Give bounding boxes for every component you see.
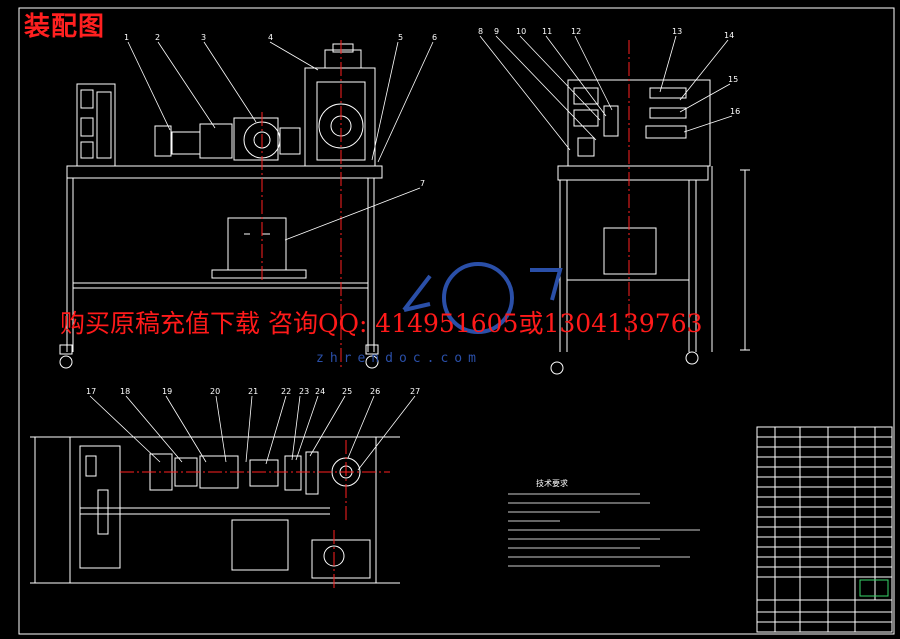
balloon-27: 27 — [410, 387, 420, 396]
balloon-13: 13 — [672, 27, 682, 36]
technical-requirements — [508, 493, 700, 567]
parts-list-table — [756, 426, 893, 633]
balloon-8: 8 — [478, 27, 483, 36]
watermark-text: 购买原稿充值下载 咨询QQ: 414951605或1304139763 — [60, 309, 703, 338]
centerlines — [120, 40, 630, 590]
balloon-6: 6 — [432, 33, 437, 42]
balloon-16: 16 — [730, 107, 740, 116]
watermark-website: zhrendoc.com — [316, 351, 482, 366]
leader-lines — [89, 35, 733, 471]
balloon-18: 18 — [120, 387, 130, 396]
balloon-20: 20 — [210, 387, 220, 396]
balloon-12: 12 — [571, 27, 581, 36]
balloon-24: 24 — [315, 387, 325, 396]
logo-icon — [402, 262, 563, 334]
balloon-1: 1 — [124, 33, 129, 42]
balloon-7: 7 — [420, 179, 425, 188]
balloon-3: 3 — [201, 33, 206, 42]
balloon-21: 21 — [248, 387, 258, 396]
balloon-10: 10 — [516, 27, 526, 36]
requirements-title: 技术要求 — [536, 479, 568, 488]
balloon-17: 17 — [86, 387, 96, 396]
front-view — [59, 43, 383, 369]
balloon-9: 9 — [494, 27, 499, 36]
balloon-5: 5 — [398, 33, 403, 42]
balloon-14: 14 — [724, 31, 734, 40]
balloon-25: 25 — [342, 387, 352, 396]
drawing-title: 装配图 — [24, 12, 106, 42]
balloon-11: 11 — [542, 27, 552, 36]
drawing-frame — [18, 7, 895, 635]
balloon-4: 4 — [268, 33, 273, 42]
plan-view — [30, 436, 400, 584]
balloon-26: 26 — [370, 387, 380, 396]
balloon-labels: 1 2 3 4 5 6 7 8 9 10 11 12 13 14 15 16 1… — [86, 27, 740, 396]
balloon-2: 2 — [155, 33, 160, 42]
balloon-22: 22 — [281, 387, 291, 396]
balloon-15: 15 — [728, 75, 738, 84]
balloon-19: 19 — [162, 387, 172, 396]
balloon-23: 23 — [299, 387, 309, 396]
